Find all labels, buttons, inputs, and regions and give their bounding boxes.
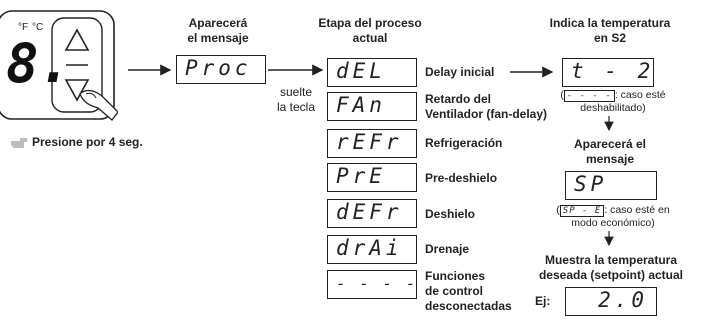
unit-celsius-label: °C	[32, 22, 44, 33]
s2-note-line2: deshabilitado)	[580, 102, 646, 114]
s2-note-open: (	[560, 89, 564, 101]
controller-device-graphic	[0, 10, 118, 121]
stage-label-fan-line1: Retardo del	[425, 92, 492, 106]
s2-note-dash-box: - - - -	[563, 90, 615, 102]
stage-label-off-line1: Funciones	[425, 269, 486, 283]
sp-note-open: (	[556, 204, 560, 216]
stage-header-line1: Etapa del proceso	[318, 16, 422, 30]
stage-label-off-line3: desconectadas	[425, 299, 512, 313]
sp-note-rest: : caso esté en	[604, 204, 670, 216]
s2-header-line2: en S2	[593, 31, 626, 45]
stage-label-fan-line2: Ventilador (fan-delay)	[425, 107, 548, 121]
s2-note-line1: (- - - -: caso esté	[548, 89, 678, 102]
stage-display-defr: dEFr	[327, 199, 417, 228]
step1-label-line1: Aparecerá	[188, 16, 248, 30]
stage-display-pre: PrE	[327, 163, 417, 192]
release-key-line2: la tecla	[276, 100, 316, 114]
stage-display-fan: FAn	[327, 92, 417, 121]
stage-label-off-line2: de control	[425, 284, 484, 298]
setpoint-display: 2.0	[565, 287, 657, 316]
device-display-digit: 8.	[6, 32, 72, 95]
setpoint-line1: Muestra la temperatura	[544, 253, 678, 267]
stage-label-defr: Deshielo	[425, 207, 476, 221]
sp-message-line1: Aparecerá el	[573, 137, 647, 151]
sp-note-line1: (SP - E: caso esté en	[548, 204, 678, 217]
step1-label-line2: el mensaje	[187, 31, 249, 45]
stage-header-line2: actual	[352, 31, 388, 45]
stage-label-refr: Refrigeración	[425, 136, 503, 150]
stage-label-drai: Drenaje	[425, 242, 470, 256]
stage-display-del: dEL	[327, 58, 417, 87]
setpoint-line2: deseada (setpoint) actual	[538, 268, 684, 282]
stage-label-pre: Pre-deshielo	[425, 171, 498, 185]
pointing-hand-icon	[11, 138, 28, 148]
sp-display: SP	[565, 171, 657, 200]
example-label: Ej:	[535, 294, 551, 308]
controller-device: °F °C 8.	[0, 8, 118, 126]
sp-note-line2: modo económico)	[571, 217, 655, 229]
stage-display-off: - - - -	[327, 270, 417, 299]
sp-message-line2: mensaje	[585, 152, 635, 166]
s2-header-line1: Indica la temperatura	[549, 16, 671, 30]
press-hint-text: Presione por 4 seg.	[32, 135, 143, 149]
stage-label-del: Delay inicial	[425, 65, 495, 79]
stage-display-drai: drAi	[327, 235, 417, 264]
s2-display: t - 2	[562, 58, 654, 87]
stage-display-refr: rEFr	[327, 129, 417, 158]
proc-display: Proc	[176, 55, 266, 84]
sp-note-box: SP - E	[559, 205, 605, 217]
release-key-line1: suelte	[279, 85, 313, 99]
s2-note-rest: : caso esté	[614, 89, 666, 101]
unit-fahrenheit-label: °F	[18, 22, 29, 33]
